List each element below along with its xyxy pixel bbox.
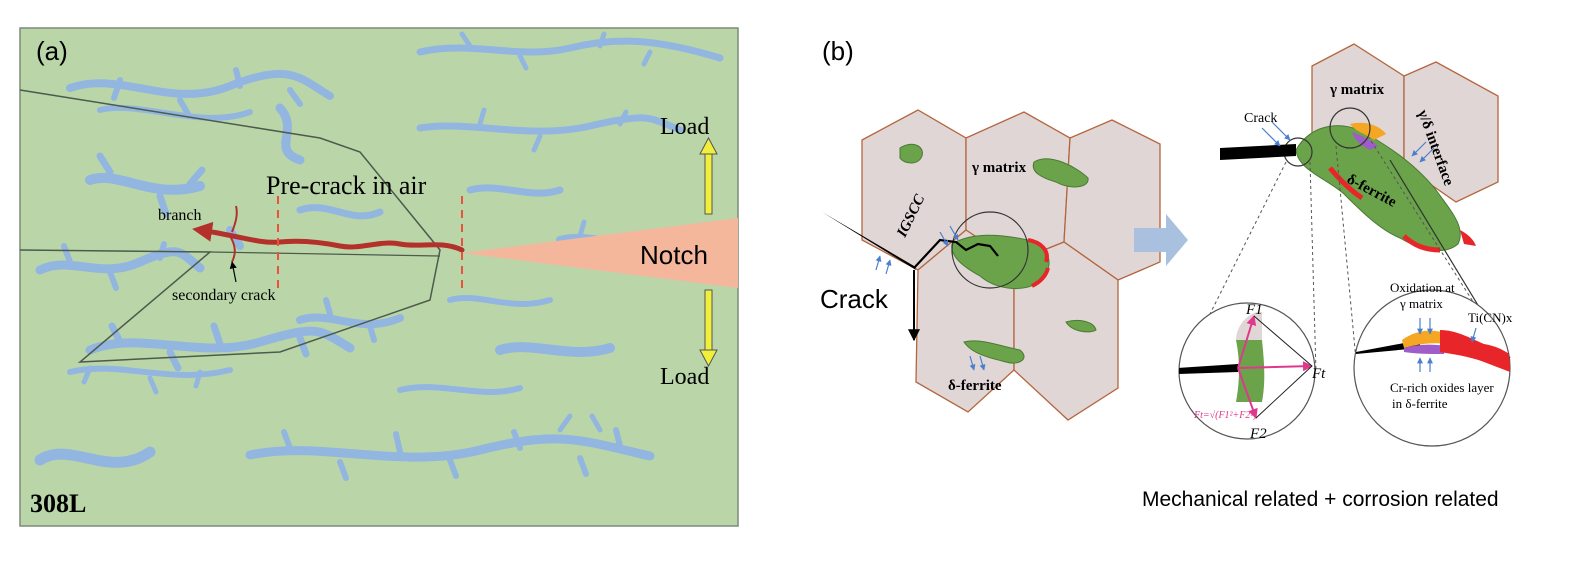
fatigue-precrack-path (192, 221, 465, 253)
notch-label: Notch (640, 240, 708, 270)
mechanism-caption: Mechanical related + corrosion related (1142, 488, 1499, 511)
notch-shape (462, 218, 738, 288)
crack-label-small: Crack (1244, 111, 1277, 126)
gamma-matrix-label-left: γ matrix (971, 160, 1027, 176)
delta-ferrite-island (963, 340, 1025, 364)
zoom-circle-oxidation: Oxidation at γ matrix Ti(CN)x Cr-rich ox… (1353, 280, 1513, 447)
delta-ferrite-island (1032, 158, 1089, 188)
panel-a: (a) 308L Pre-crack in air Load Load Notc… (19, 27, 739, 527)
crack-label-main: Crack (820, 284, 889, 314)
ferrite-islands-left (899, 143, 1097, 364)
precrack-label: Pre-crack in air (266, 171, 427, 200)
oxide-edge-right (1328, 166, 1441, 253)
zoom-circle-oxide (1329, 107, 1371, 149)
grain (1013, 241, 1119, 421)
force-f1-label: F1 (1245, 302, 1263, 318)
crack-wedge (822, 212, 916, 270)
zoom-circle-forces: F1 F2 Ft Ft=√(F1²+F2²) (1178, 302, 1326, 442)
zoom-circle (951, 211, 1029, 289)
orange-oxide (1350, 122, 1386, 140)
delta-ferrite-label-left: δ-ferrite (948, 378, 1002, 394)
secondary-crack-pointer (229, 261, 237, 283)
force-formula: Ft=√(F1²+F2²) (1193, 410, 1257, 421)
load-label-top: Load (660, 114, 709, 140)
oxidation-label-line1: Oxidation at (1390, 280, 1455, 295)
oxidation-label-line2: γ matrix (1399, 296, 1443, 311)
delta-ferrite-island (1065, 319, 1097, 333)
transition-arrow (1134, 214, 1188, 266)
delta-ferrite-island (899, 143, 923, 164)
panel-b: (b) (820, 36, 1513, 511)
ticn-label: Ti(CN)x (1468, 310, 1513, 325)
crack-branch (231, 205, 238, 233)
plastic-zone-outline (19, 89, 441, 363)
gamma-matrix-label-right: γ matrix (1329, 82, 1385, 98)
panel-a-label: (a) (36, 36, 68, 66)
crack-wedge-right (1220, 144, 1296, 160)
cr-oxide-label-line2: in δ-ferrite (1392, 396, 1448, 411)
load-label-bottom: Load (660, 364, 709, 390)
panel-b-label: (b) (822, 36, 854, 66)
branch-label: branch (158, 207, 202, 224)
force-ft-label: Ft (1311, 366, 1326, 382)
secondary-crack-label: secondary crack (172, 287, 276, 304)
alloy-label: 308L (30, 489, 86, 518)
force-f2-label: F2 (1249, 426, 1267, 442)
oxide-edge (1027, 238, 1050, 288)
load-arrow-top (699, 136, 718, 215)
load-arrow-bottom (699, 289, 718, 368)
igscc-path (913, 238, 999, 269)
cr-oxide-label-line1: Cr-rich oxides layer (1390, 380, 1494, 395)
